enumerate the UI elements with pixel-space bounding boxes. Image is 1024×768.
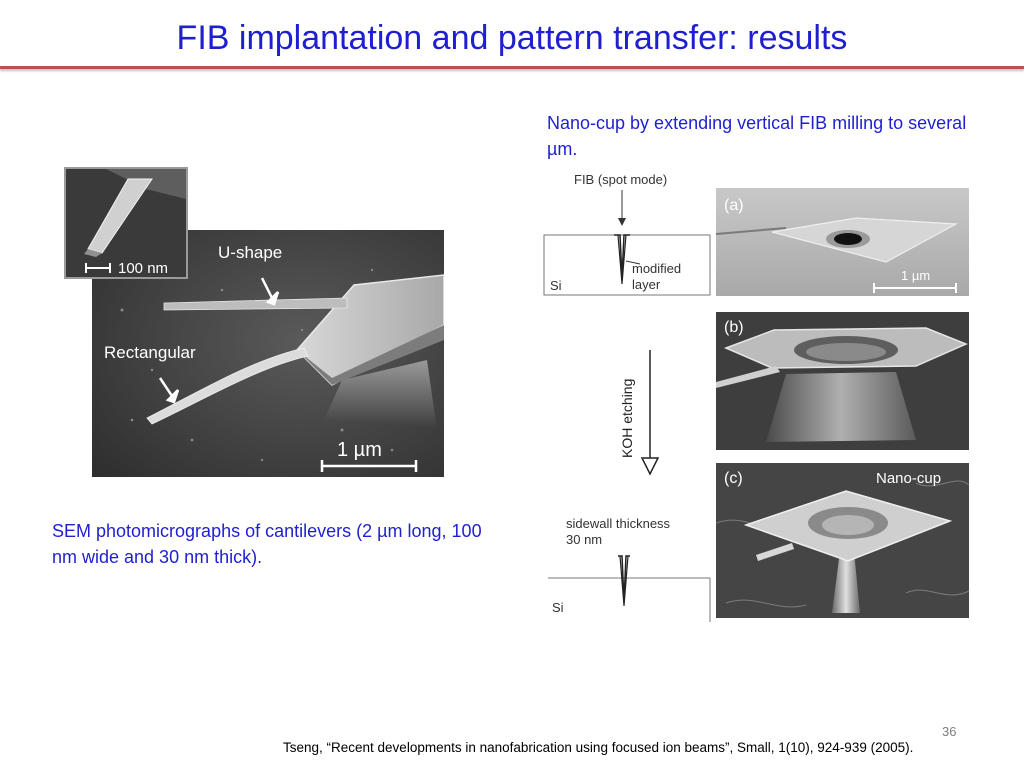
thickness-30nm-label: 30 nm [566, 532, 602, 547]
koh-etching-label: KOH etching [619, 379, 635, 458]
panel-c-graphic: (c) Nano-cup [716, 463, 969, 618]
panel-a-tag: (a) [724, 197, 744, 214]
main-scale-label: 1 µm [337, 439, 382, 461]
panel-b-tag: (b) [724, 319, 744, 336]
label-u-shape: U-shape [218, 243, 282, 262]
label-rectangular: Rectangular [104, 343, 196, 362]
panel-a-scale: 1 µm [901, 268, 930, 283]
panel-c-name: Nano-cup [876, 470, 941, 487]
panel-c-tag: (c) [724, 470, 743, 487]
process-schematic: FIB (spot mode) modified layer Si KOH et… [540, 166, 718, 622]
panel-a-image: (a) 1 µm [716, 188, 969, 296]
cantilever-inset-image: 100 nm [64, 167, 188, 279]
modified-label: modified [632, 261, 681, 276]
si-top-label: Si [550, 278, 562, 293]
panel-c-image: (c) Nano-cup [716, 463, 969, 618]
fib-spot-mode-label: FIB (spot mode) [574, 172, 667, 187]
layer-label: layer [632, 277, 661, 292]
cantilever-sem-graphic: U-shape Rectangular 1 µm [92, 230, 444, 477]
panel-a-graphic: (a) 1 µm [716, 188, 969, 296]
panel-b-image: (b) [716, 312, 969, 450]
right-caption: Nano-cup by extending vertical FIB milli… [547, 113, 967, 159]
title-divider [0, 66, 1024, 69]
inset-graphic: 100 nm [66, 169, 186, 277]
page-number: 36 [942, 724, 957, 739]
left-caption: SEM photomicrographs of cantilevers (2 µ… [52, 521, 482, 567]
panel-b-graphic: (b) [716, 312, 969, 450]
slide-title: FIB implantation and pattern transfer: r… [176, 19, 848, 57]
sidewall-thickness-label: sidewall thickness [566, 516, 671, 531]
citation: Tseng, “Recent developments in nanofabri… [283, 740, 914, 755]
cantilever-sem-image: U-shape Rectangular 1 µm [92, 230, 444, 477]
si-bottom-label: Si [552, 600, 564, 615]
inset-scale-label: 100 nm [118, 260, 168, 277]
process-schematic-graphic: FIB (spot mode) modified layer Si KOH et… [540, 166, 718, 622]
